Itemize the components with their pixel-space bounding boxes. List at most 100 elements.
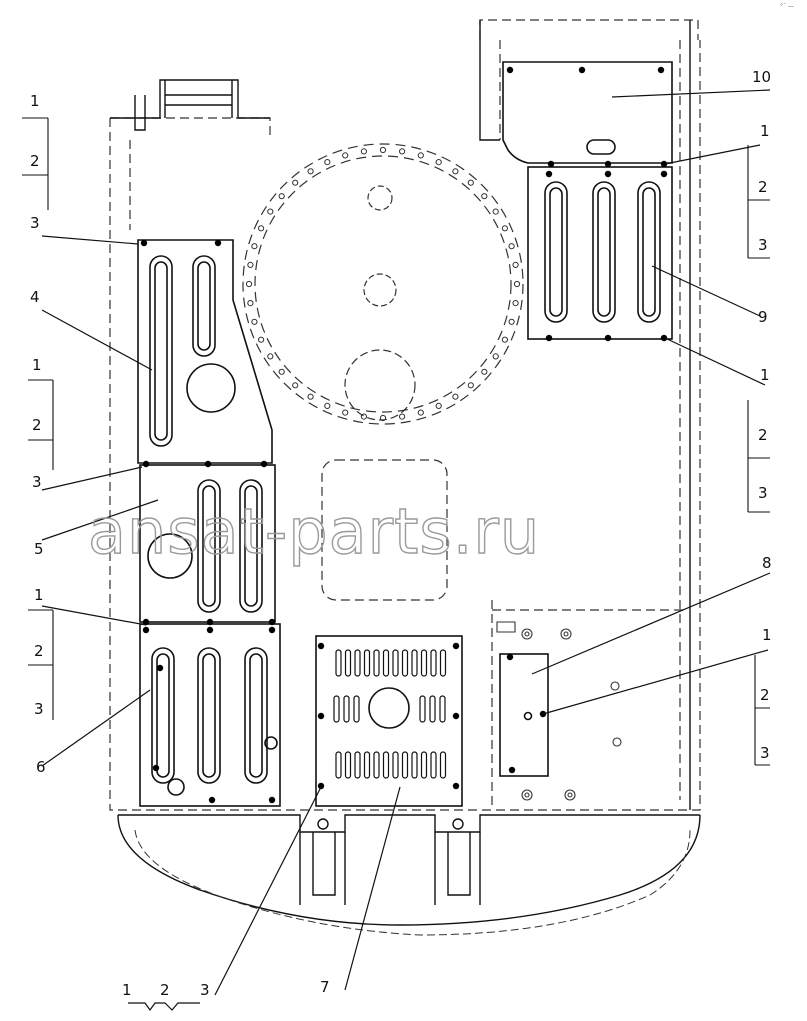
grille-slot [335, 751, 342, 779]
callout-right-top-3: 3 [758, 236, 768, 254]
bolt [208, 796, 216, 804]
callout-labels: 1 2 3 4 1 2 3 5 1 2 3 6 10 1 2 3 9 1 2 3… [30, 68, 772, 999]
bolt-hole [278, 193, 285, 200]
panel-4 [137, 239, 273, 464]
bolt-hole [501, 336, 508, 343]
grille-slot [344, 649, 352, 677]
bolt [452, 782, 460, 790]
bolt-hole [247, 300, 254, 307]
panel-bolts [140, 66, 668, 804]
callout-3-left-low-3: 3 [34, 700, 44, 718]
bolt-hole [379, 146, 387, 154]
bolt [268, 796, 276, 804]
bolt-hole [513, 280, 521, 288]
panel-8 [499, 653, 549, 777]
grille-slot [373, 649, 380, 677]
bumper-inner-arc [134, 829, 691, 936]
frame-lines [110, 20, 691, 810]
grille-slot [354, 751, 361, 779]
bolt-hole [452, 393, 459, 400]
panel-10 [502, 61, 673, 164]
grille-slot [392, 649, 399, 677]
grille-slot [429, 695, 436, 723]
bolt [268, 618, 276, 626]
callout-4: 4 [30, 288, 40, 306]
grille-slot [354, 649, 361, 677]
bolt [604, 170, 612, 178]
bolt [268, 626, 276, 634]
bolt [206, 618, 214, 626]
bolt-hole [360, 413, 367, 420]
callout-2-left-mid-3: 3 [32, 473, 42, 491]
watermark: ansat-parts.ru [88, 495, 540, 568]
callout-right-low-3: 3 [760, 744, 770, 762]
bolt [142, 626, 150, 634]
callout-right-low-1: 1 [762, 626, 772, 644]
bolt [508, 766, 516, 774]
floor-hatch-outline [321, 459, 448, 601]
bolt-hole [508, 243, 515, 250]
bolt-hole [307, 168, 314, 175]
grille-slot [344, 751, 352, 779]
bolt-hole [399, 148, 406, 155]
bolt-hole [251, 318, 258, 325]
bolt [578, 66, 586, 74]
grille-slot [439, 695, 446, 723]
callout-bottom-3: 3 [200, 981, 210, 999]
bolt-hole [360, 148, 367, 155]
bolt-hole [435, 159, 442, 166]
callout-brackets [22, 117, 770, 766]
bolt [506, 66, 514, 74]
callout-bottom-1: 1 [122, 981, 132, 999]
bolt-hole [342, 409, 349, 416]
grille-slot [430, 649, 437, 677]
callout-2-left-mid-1: 1 [32, 356, 42, 374]
bolt [140, 239, 148, 247]
grille-slot [363, 751, 371, 779]
callout-right-mid-3: 3 [758, 484, 768, 502]
bolt [152, 764, 160, 772]
bolt [317, 782, 325, 790]
grille-slot [420, 751, 428, 779]
grille-slot [401, 751, 409, 779]
bolt [545, 334, 553, 342]
bolt [317, 642, 325, 650]
leader-lines [41, 89, 771, 1012]
right-floor-features [496, 621, 622, 801]
bolt-hole [417, 152, 424, 159]
callout-6: 6 [36, 758, 46, 776]
front-bumper [117, 814, 701, 926]
bolt-hole [399, 413, 406, 420]
bolt [156, 664, 164, 672]
bolt-hole [258, 225, 265, 232]
bolt [317, 712, 325, 720]
grille-slot [401, 649, 409, 677]
bolt-hole [245, 280, 253, 288]
callout-8: 8 [762, 554, 772, 572]
grille-slot [382, 649, 390, 677]
bolt [214, 239, 222, 247]
callout-7: 7 [320, 978, 330, 996]
grille-slot [353, 695, 360, 723]
bolt-hole [267, 353, 274, 360]
bolt-hole [492, 353, 499, 360]
bolt-hole [467, 179, 474, 186]
bolt [142, 460, 150, 468]
bolt [260, 460, 268, 468]
bolt-hole [247, 261, 254, 268]
callout-right-top-1: 1 [760, 122, 770, 140]
bolt [452, 642, 460, 650]
grille-slot [343, 695, 350, 723]
bolt-hole [508, 318, 515, 325]
bolt [660, 334, 668, 342]
callout-3-left-low-1: 1 [34, 586, 44, 604]
callout-right-low-2: 2 [760, 686, 770, 704]
bolt [452, 712, 460, 720]
bolt-hole [435, 402, 442, 409]
grille-slot [420, 649, 428, 677]
bolt [142, 618, 150, 626]
bolt-hole [324, 402, 331, 409]
bolt [204, 460, 212, 468]
grille-slot [335, 649, 342, 677]
grille-slot [373, 751, 380, 779]
